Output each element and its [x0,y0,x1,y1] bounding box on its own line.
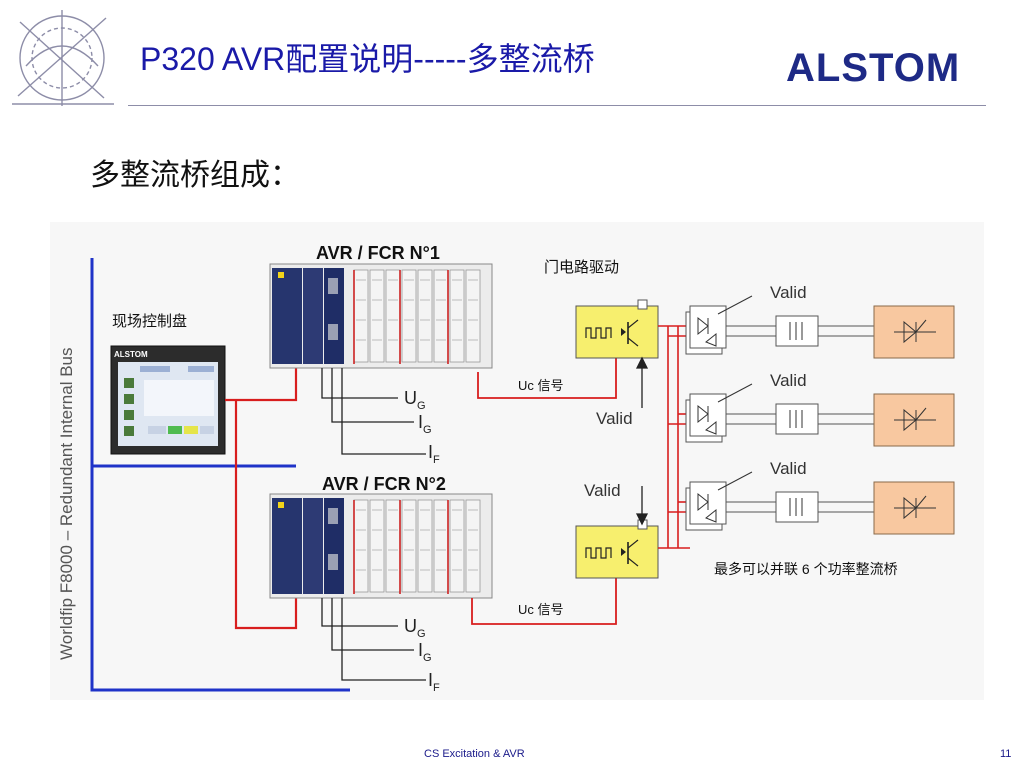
bus-label: Worldfip F8000 – Redundant Internal Bus [57,348,76,661]
valid-label-gate-1: Valid [596,409,633,428]
slide-title: P320 AVR配置说明-----多整流桥 [140,41,595,77]
avr2-label: AVR / FCR N°2 [322,474,446,494]
uc-signal-lines [471,358,617,625]
avr1-label: AVR / FCR N°1 [316,243,440,263]
avr-rack-1 [270,264,492,368]
header-divider [128,105,986,106]
field-control-panel: ALSTOM [110,345,226,455]
panel-logo-text: ALSTOM [114,350,148,359]
redundant-bus [90,258,350,692]
compass-emblem-icon [12,10,114,106]
avr1-signal-ig: IG [418,412,432,436]
avr1-measurement-lines [321,368,426,455]
gate-drive-label: 门电路驱动 [544,259,619,276]
avr2-signal-ig: IG [418,640,432,664]
alstom-logo-text: ALSTOM [786,46,961,90]
avr1-signal-if: IF [428,442,440,466]
gate-driver-1 [575,299,659,359]
valid-arrows [635,356,649,526]
panel-to-avr-links [225,362,298,630]
valid-label-bridge-2: Valid [770,371,807,390]
uc-signal-label-2: Uc 信号 [518,602,564,617]
field-panel-label: 现场控制盘 [112,312,187,330]
avr2-signal-ug: UG [404,616,426,640]
diagram-background [50,222,984,700]
gate-driver-2 [575,519,659,579]
uc-signal-label-1: Uc 信号 [518,378,564,393]
avr-rack-2 [270,494,492,598]
valid-label-bridge-3: Valid [770,459,807,478]
valid-label-bridge-1: Valid [770,283,807,302]
avr1-signal-ug: UG [404,388,426,412]
alstom-logo: ALSTOM [786,46,960,91]
footer-text: CS Excitation & AVR [424,748,525,760]
page-number: 11 [1000,748,1012,760]
section-subtitle: 多整流桥组成： [90,158,300,193]
avr2-signal-if: IF [428,670,440,694]
valid-label-gate-2: Valid [584,481,621,500]
max-bridges-label: 最多可以并联 6 个功率整流桥 [714,561,898,577]
avr2-measurement-lines [321,598,426,681]
